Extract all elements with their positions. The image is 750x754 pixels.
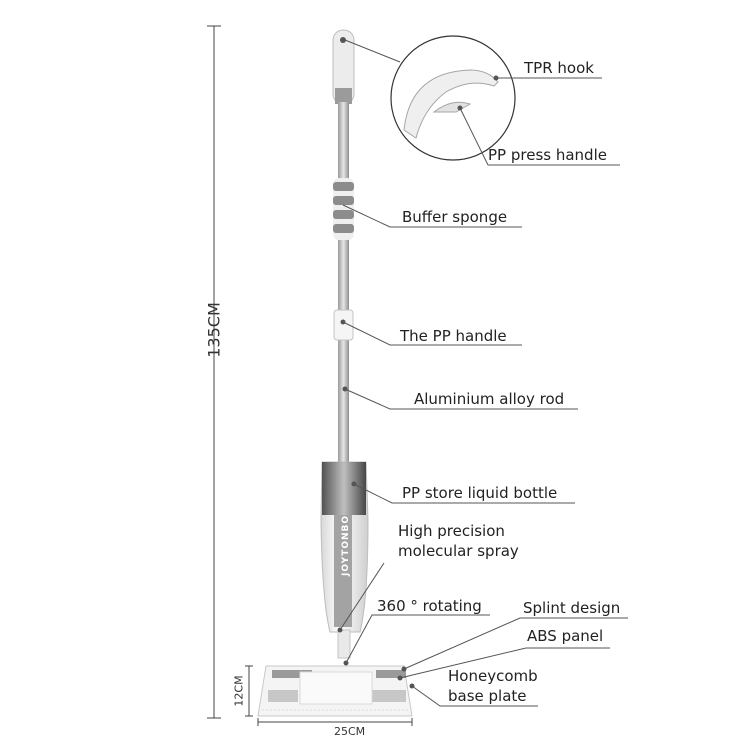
label-buffer-sponge: Buffer sponge <box>402 208 508 226</box>
height-dimension-label: 135CM <box>204 302 224 358</box>
width-dimension-label: 25CM <box>334 725 366 738</box>
buffer-sponge-grip <box>333 178 354 240</box>
zoom-detail <box>390 35 516 161</box>
handle-top <box>332 29 355 105</box>
label-pp-press-handle: PP press handle <box>488 146 607 164</box>
label-spray-line2: molecular spray <box>398 542 519 560</box>
liquid-bottle <box>320 461 369 633</box>
base-height-dimension <box>245 665 253 717</box>
label-base-line1: Honeycomb <box>448 667 538 685</box>
height-dimension <box>207 25 221 719</box>
label-base-line2: base plate <box>448 687 527 705</box>
label-alloy-rod: Aluminium alloy rod <box>414 390 565 408</box>
label-spray-line1: High precision <box>398 522 505 540</box>
label-rotating: 360 ° rotating <box>377 597 482 615</box>
brand-text: JOYTONBO <box>341 515 351 577</box>
base-height-dimension-label: 12CM <box>232 675 246 707</box>
base-plate <box>257 665 415 717</box>
label-tpr-hook: TPR hook <box>524 59 594 77</box>
label-abs-panel: ABS panel <box>527 627 604 645</box>
pp-handle-collar <box>333 309 354 341</box>
width-dimension <box>257 718 413 726</box>
label-liquid-bottle: PP store liquid bottle <box>402 484 558 502</box>
aluminium-rod <box>338 102 349 464</box>
leader-lines <box>339 39 628 707</box>
label-splint: Splint design <box>523 599 621 617</box>
label-pp-handle: The PP handle <box>400 327 507 345</box>
